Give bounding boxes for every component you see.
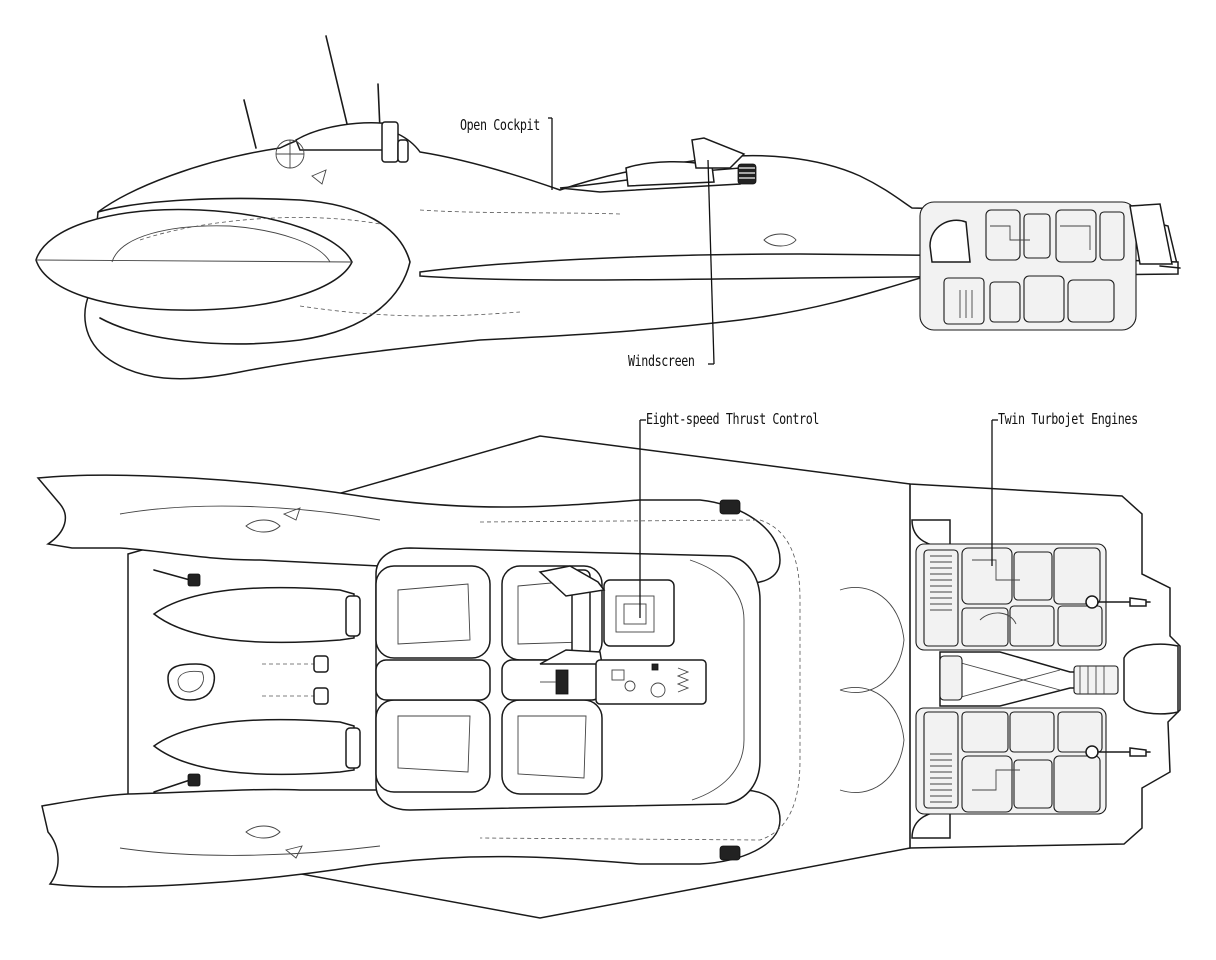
top-view: [36, 435, 1181, 919]
seat-front-lower: [501, 699, 603, 795]
engine-bay: [911, 519, 1179, 839]
leader-lines: [548, 117, 998, 618]
thrust-control: [538, 565, 707, 705]
side-windscreen: [691, 137, 746, 169]
label-windscreen: Windscreen: [628, 352, 695, 370]
side-engine: [919, 201, 1137, 331]
top-pod-lower: [41, 788, 781, 888]
antenna-rear: [243, 99, 257, 149]
side-rear-fin: [1129, 203, 1173, 265]
side-view: [35, 35, 1181, 380]
label-thrust-control: Eight-speed Thrust Control: [646, 410, 820, 428]
seat-rear-lower: [375, 699, 491, 793]
leader-windscreen: [707, 159, 715, 365]
label-open-cockpit: Open Cockpit: [460, 116, 540, 134]
label-turbojet-engines: Twin Turbojet Engines: [998, 410, 1138, 428]
antenna-long: [325, 35, 349, 129]
seat-rear-upper: [375, 565, 491, 659]
